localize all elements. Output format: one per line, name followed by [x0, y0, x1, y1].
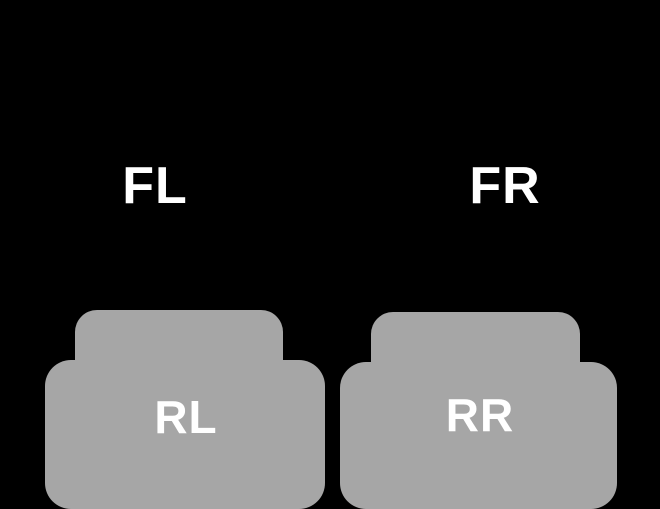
rear-left-mat-shape [45, 310, 325, 509]
rear-left-mat-body [45, 360, 325, 509]
front-right-label: FR [469, 157, 541, 215]
rear-right-mat-body [340, 362, 617, 509]
front-left-label: FL [122, 157, 188, 215]
rear-right-mat-shape [340, 312, 617, 509]
rear-left-label: RL [154, 391, 218, 443]
rear-right-label: RR [445, 389, 515, 441]
